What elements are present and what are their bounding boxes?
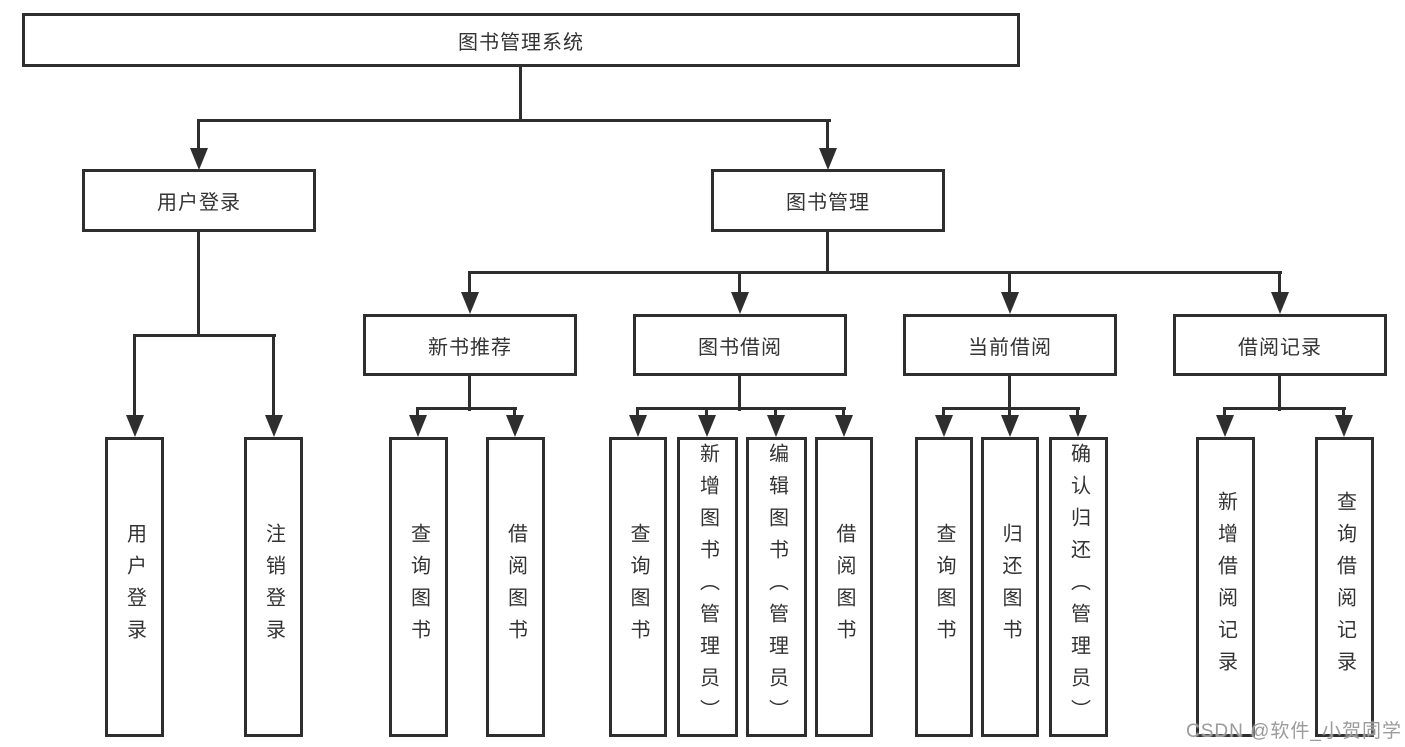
- node-label: 借阅记录: [1238, 336, 1322, 359]
- connector-drop-leaf: [133, 334, 136, 418]
- leaf-add-borrow-record: 新增借阅记录: [1196, 437, 1255, 737]
- leaf-label: 借阅图书: [833, 523, 855, 651]
- connector-userlogin-horizontal: [133, 334, 276, 337]
- arrowhead: [409, 415, 427, 437]
- leaf-confirm-return-admin: 确认归还（管理员）: [1049, 437, 1108, 737]
- connector-group-horizontal: [1223, 407, 1346, 410]
- node-new-book-recommend: 新书推荐: [363, 314, 577, 376]
- node-book-borrowing: 图书借阅: [633, 314, 847, 376]
- leaf-label: 确认归还（管理员）: [1067, 443, 1090, 731]
- connector-bookmgmt-trunk: [826, 232, 829, 274]
- leaf-logout: 注销登录: [244, 437, 303, 737]
- leaf-label: 查询借阅记录: [1333, 491, 1356, 683]
- leaf-return-books: 归还图书: [981, 437, 1039, 737]
- leaf-label: 归还图书: [999, 523, 1021, 651]
- csdn-watermark: CSDN @软件_小贺同学: [1186, 721, 1402, 742]
- arrowhead: [819, 148, 837, 170]
- arrowhead: [1216, 415, 1234, 437]
- leaf-label: 查询图书: [627, 523, 649, 651]
- connector-group-horizontal: [636, 407, 846, 410]
- leaf-label: 用户登录: [123, 523, 146, 651]
- arrowhead: [506, 415, 524, 437]
- connector-root-horizontal: [197, 119, 831, 122]
- connector-drop-group: [1008, 271, 1011, 295]
- leaf-query-books-borrowing: 查询图书: [609, 437, 667, 737]
- connector-group-trunk: [468, 376, 471, 411]
- connector-drop-group: [468, 271, 471, 295]
- node-label: 新书推荐: [428, 336, 512, 359]
- arrowhead: [1335, 415, 1353, 437]
- leaf-add-books-admin: 新增图书（管理员）: [677, 437, 738, 737]
- arrowhead: [190, 148, 208, 170]
- connector-drop-leaf: [416, 407, 419, 419]
- connector-drop-leaf: [1342, 407, 1345, 419]
- node-book-management: 图书管理: [711, 169, 945, 232]
- connector-group-trunk: [1278, 376, 1281, 411]
- connector-group-horizontal: [942, 407, 1080, 410]
- connector-drop-book-management: [826, 119, 829, 151]
- arrowhead: [629, 415, 647, 437]
- leaf-query-borrow-record: 查询借阅记录: [1315, 437, 1374, 737]
- arrowhead: [1271, 292, 1289, 314]
- arrowhead: [1001, 415, 1019, 437]
- connector-drop-group: [738, 271, 741, 295]
- connector-group-trunk: [738, 376, 741, 411]
- connector-drop-leaf: [636, 407, 639, 419]
- connector-bookmgmt-horizontal: [468, 271, 1282, 274]
- arrowhead: [126, 415, 144, 437]
- arrowhead: [1001, 292, 1019, 314]
- connector-root-trunk: [519, 67, 522, 120]
- leaf-user-login: 用户登录: [105, 437, 164, 737]
- leaf-label: 新增借阅记录: [1214, 491, 1237, 683]
- leaf-label: 借阅图书: [504, 523, 527, 651]
- leaf-edit-books-admin: 编辑图书（管理员）: [746, 437, 807, 737]
- node-user-login: 用户登录: [82, 169, 316, 232]
- node-label: 图书借阅: [698, 336, 782, 359]
- connector-drop-leaf: [513, 407, 516, 419]
- connector-group-horizontal: [416, 407, 517, 410]
- leaf-borrow-books-recommend: 借阅图书: [486, 437, 545, 737]
- connector-drop-group: [1278, 271, 1281, 295]
- arrowhead: [835, 415, 853, 437]
- leaf-query-books-current: 查询图书: [915, 437, 973, 737]
- connector-drop-leaf: [1223, 407, 1226, 419]
- connector-drop-leaf: [272, 334, 275, 418]
- arrowhead: [1069, 415, 1087, 437]
- arrowhead: [698, 415, 716, 437]
- node-label: 图书管理系统: [458, 31, 584, 54]
- node-root-library-system: 图书管理系统: [22, 13, 1020, 67]
- node-current-borrowing: 当前借阅: [903, 314, 1117, 376]
- node-label: 当前借阅: [968, 336, 1052, 359]
- arrowhead: [461, 292, 479, 314]
- connector-drop-user-login: [197, 119, 200, 151]
- node-borrowing-records: 借阅记录: [1173, 314, 1387, 376]
- leaf-label: 查询图书: [407, 523, 430, 651]
- connector-drop-leaf: [1076, 407, 1079, 419]
- connector-drop-leaf: [774, 407, 777, 419]
- leaf-label: 新增图书（管理员）: [696, 443, 719, 731]
- connector-group-trunk: [1008, 376, 1011, 411]
- leaf-label: 注销登录: [262, 523, 285, 651]
- leaf-label: 查询图书: [933, 523, 955, 651]
- connector-drop-leaf: [705, 407, 708, 419]
- leaf-label: 编辑图书（管理员）: [765, 443, 788, 731]
- arrowhead: [935, 415, 953, 437]
- node-label: 图书管理: [786, 192, 870, 214]
- connector-drop-leaf: [942, 407, 945, 419]
- leaf-query-books-recommend: 查询图书: [389, 437, 448, 737]
- arrowhead: [265, 415, 283, 437]
- node-label: 用户登录: [157, 192, 241, 214]
- connector-drop-leaf: [1008, 407, 1011, 419]
- leaf-borrow-books: 借阅图书: [815, 437, 873, 737]
- arrowhead: [731, 292, 749, 314]
- connector-userlogin-trunk: [197, 232, 200, 337]
- arrowhead: [767, 415, 785, 437]
- connector-drop-leaf: [842, 407, 845, 419]
